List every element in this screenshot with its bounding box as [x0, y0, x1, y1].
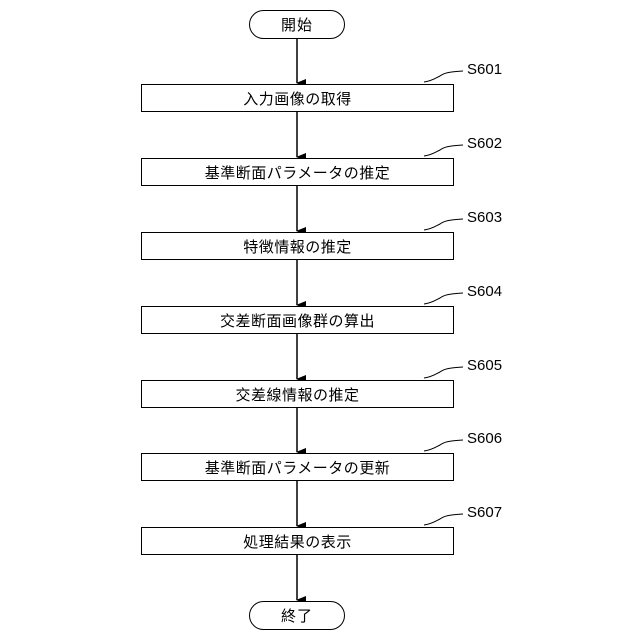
step-id-label: S601 — [467, 62, 502, 78]
step-id-leader-line — [424, 219, 463, 230]
step-id-leader-line — [424, 514, 463, 525]
process-step-s605: 交差線情報の推定 — [141, 380, 454, 408]
step-id-label: S603 — [467, 210, 502, 226]
process-step-s607: 処理結果の表示 — [141, 527, 454, 555]
step-id-label: S602 — [467, 136, 502, 152]
process-step-s603: 特徴情報の推定 — [141, 232, 454, 260]
end-terminal: 終了 — [249, 601, 345, 630]
start-label: 開始 — [281, 14, 313, 35]
process-step-label: 基準断面パラメータの更新 — [205, 457, 391, 478]
process-step-label: 交差線情報の推定 — [235, 384, 359, 405]
step-id-leader-line — [424, 71, 463, 82]
end-label: 終了 — [281, 605, 313, 626]
step-id-leader-line — [424, 367, 463, 378]
step-id-leader-line — [424, 440, 463, 451]
step-id-leader-line — [424, 145, 463, 156]
process-step-s604: 交差断面画像群の算出 — [141, 306, 454, 334]
process-step-s606: 基準断面パラメータの更新 — [141, 453, 454, 481]
start-terminal: 開始 — [249, 10, 345, 39]
process-step-s601: 入力画像の取得 — [141, 84, 454, 112]
step-id-label: S606 — [467, 431, 502, 447]
step-id-label: S604 — [467, 284, 502, 300]
step-id-label: S607 — [467, 505, 502, 521]
process-step-s602: 基準断面パラメータの推定 — [141, 158, 454, 186]
process-step-label: 基準断面パラメータの推定 — [205, 162, 391, 183]
step-id-label: S605 — [467, 358, 502, 374]
step-id-leader-line — [424, 293, 463, 304]
process-step-label: 特徴情報の推定 — [243, 236, 352, 257]
process-step-label: 入力画像の取得 — [243, 88, 352, 109]
process-step-label: 交差断面画像群の算出 — [220, 310, 375, 331]
process-step-label: 処理結果の表示 — [243, 531, 352, 552]
